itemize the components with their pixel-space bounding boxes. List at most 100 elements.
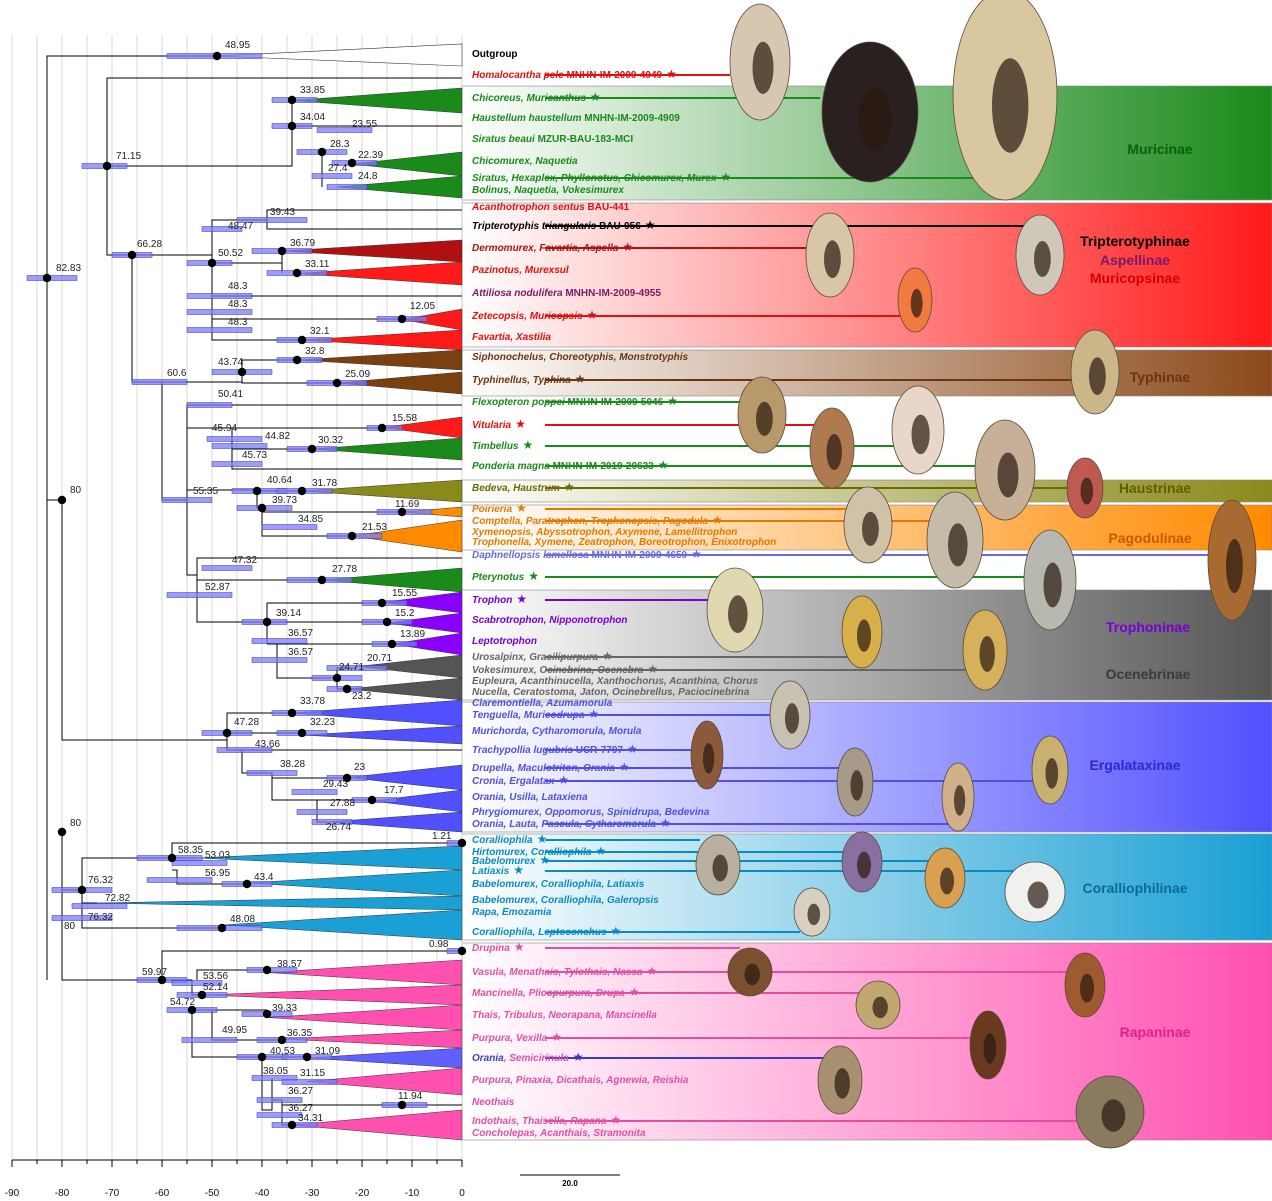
- node-age: 17.7: [384, 785, 404, 796]
- clade-triangle: [221, 909, 463, 941]
- taxon-label: Dermomurex, Favartia, Aspella★: [472, 240, 633, 254]
- taxon-label: Babelomurex★: [472, 853, 550, 867]
- voucher-code: MNHN-IM-2019-20633: [550, 461, 654, 472]
- taxon-name: Mancinella, Plicopurpura, Drupa: [472, 988, 625, 999]
- subfamily-label: Trophoninae: [1106, 619, 1190, 635]
- clade-triangle: [296, 349, 463, 371]
- node-dot: [397, 1100, 407, 1110]
- node-dot: [377, 423, 387, 433]
- taxon-name: Concholepas, Acanthais, Stramonita: [472, 1128, 646, 1139]
- taxon-name: Rapa, Emozamia: [472, 907, 552, 918]
- node-age: 34.31: [298, 1113, 323, 1124]
- branch: [131, 255, 162, 383]
- shell-aperture: [834, 1068, 850, 1099]
- taxon-name: Typhinellus, Typhina: [472, 375, 571, 386]
- taxon-name: Tenguella, Muricodrupa: [472, 710, 585, 721]
- node-age: 43.74: [218, 357, 243, 368]
- hpd-bar: [161, 497, 213, 503]
- taxon-name: Murichorda, Cytharomorula, Morula: [472, 726, 642, 737]
- node-age: 32.1: [310, 326, 330, 337]
- taxon-label: Eupleura, Acanthinucella, Xanthochorus, …: [472, 676, 758, 687]
- node-dot: [287, 95, 297, 105]
- clade-triangle: [321, 567, 463, 593]
- subfamily-label: Ocenebrinae: [1106, 666, 1191, 682]
- node-dot: [262, 965, 272, 975]
- taxon-label: Flexopteron poppei MNHN-IM-2009-5046★: [472, 394, 678, 408]
- node-age: 33.11: [305, 259, 330, 270]
- hpd-bar: [186, 402, 233, 408]
- node-age: 25.09: [345, 369, 370, 380]
- shell-aperture: [983, 1033, 997, 1064]
- taxon-name: Coralliophila, Leptoconchus: [472, 927, 607, 938]
- tree-branches: [46, 55, 462, 1126]
- taxon-label: Rapa, Emozamia: [472, 907, 552, 918]
- node-dot: [167, 853, 177, 863]
- taxon-name: Pterynotus: [472, 572, 525, 583]
- node-age: 71.15: [116, 151, 141, 162]
- node-age: 48.95: [225, 40, 250, 51]
- image-star: ★: [516, 592, 527, 606]
- branch: [172, 869, 247, 885]
- shell-aperture: [858, 87, 892, 151]
- node-age: 76.32: [88, 912, 113, 923]
- image-star: ★: [629, 985, 640, 999]
- shell-aperture: [1080, 973, 1094, 1003]
- node-dot: [387, 639, 397, 649]
- image-star: ★: [627, 742, 638, 756]
- taxon-label: Murichorda, Cytharomorula, Morula: [472, 726, 642, 737]
- subfamily-labels: MuricinaeTripterotyphinaeAspellinaeMuric…: [1080, 141, 1193, 1040]
- hpd-bar: [256, 1097, 303, 1103]
- node-age: 40.64: [267, 475, 292, 486]
- image-star: ★: [666, 67, 677, 81]
- taxon-label: Cronia, Ergalatax★: [472, 773, 569, 787]
- taxon-label: Orania, Usilla, Lataxiena: [472, 792, 588, 803]
- taxon-name: Leptotrophon: [472, 636, 537, 647]
- hpd-bar: [186, 327, 253, 333]
- node-dot: [347, 158, 357, 168]
- taxon-name: Timbellus: [472, 441, 519, 452]
- taxon-label: Acanthotrophon sentus BAU-441: [471, 202, 630, 213]
- node-age: 30.32: [318, 435, 343, 446]
- node-age: 47.28: [234, 717, 259, 728]
- taxon-label: Bedeva, Haustrum★: [472, 480, 575, 494]
- shell-aperture: [1043, 562, 1062, 608]
- taxon-label: Tripterotyphis triangularis BAU-956★: [472, 218, 656, 232]
- branch: [46, 278, 62, 501]
- branch: [261, 1057, 273, 1111]
- taxon-label: Drupina★: [472, 940, 525, 954]
- shell-aperture: [1045, 758, 1059, 789]
- axis-tick-label: -60: [155, 1188, 170, 1199]
- node-dot: [262, 617, 272, 627]
- clade-triangle: [291, 699, 463, 727]
- clade-triangle: [246, 869, 463, 897]
- shell-aperture: [807, 903, 821, 926]
- taxon-name: Trachypollia lugubris: [472, 745, 573, 756]
- taxon-name: Siphonochelus, Choreotyphis, Monstrotyph…: [472, 352, 689, 363]
- taxon-name: Indothais, Thaisella, Rapana: [472, 1116, 607, 1127]
- collapsed-clades: [96, 43, 463, 1141]
- clade-triangle: [386, 612, 463, 634]
- taxon-name: Siratus beaui: [472, 134, 535, 145]
- taxon-label: Comptella, Paratrophon, Trophonopsis, Pa…: [472, 513, 723, 527]
- voucher-code: MZUR-BAU-183-MCI: [535, 134, 634, 145]
- axis-tick-label: -70: [105, 1188, 120, 1199]
- shell-aperture: [744, 963, 760, 986]
- taxon-name: Bedeva, Haustrum: [472, 483, 560, 494]
- taxon-label: Trachypollia lugubris UCR-7797★: [472, 742, 638, 756]
- image-star: ★: [551, 1030, 562, 1044]
- node-age: 54.72: [170, 997, 195, 1008]
- node-age: 23.2: [352, 691, 372, 702]
- hpd-bar: [281, 1079, 338, 1085]
- subfamily-label: Rapaninae: [1120, 1024, 1191, 1040]
- clade-triangle: [196, 845, 463, 871]
- taxon-label: Babelomurex, Coralliophila, Latiaxis: [472, 879, 645, 890]
- node-age: 29.43: [323, 779, 348, 790]
- branch: [61, 500, 227, 741]
- taxon-name: Cronia, Ergalatax: [472, 776, 555, 787]
- taxon-name: Babelomurex, Coralliophila, Galeropsis: [472, 895, 659, 906]
- node-age: 27.88: [330, 798, 355, 809]
- taxon-label: Drupella, Maculotriton, Orania★: [472, 760, 630, 774]
- shell-aperture: [850, 770, 864, 801]
- branch: [211, 296, 302, 341]
